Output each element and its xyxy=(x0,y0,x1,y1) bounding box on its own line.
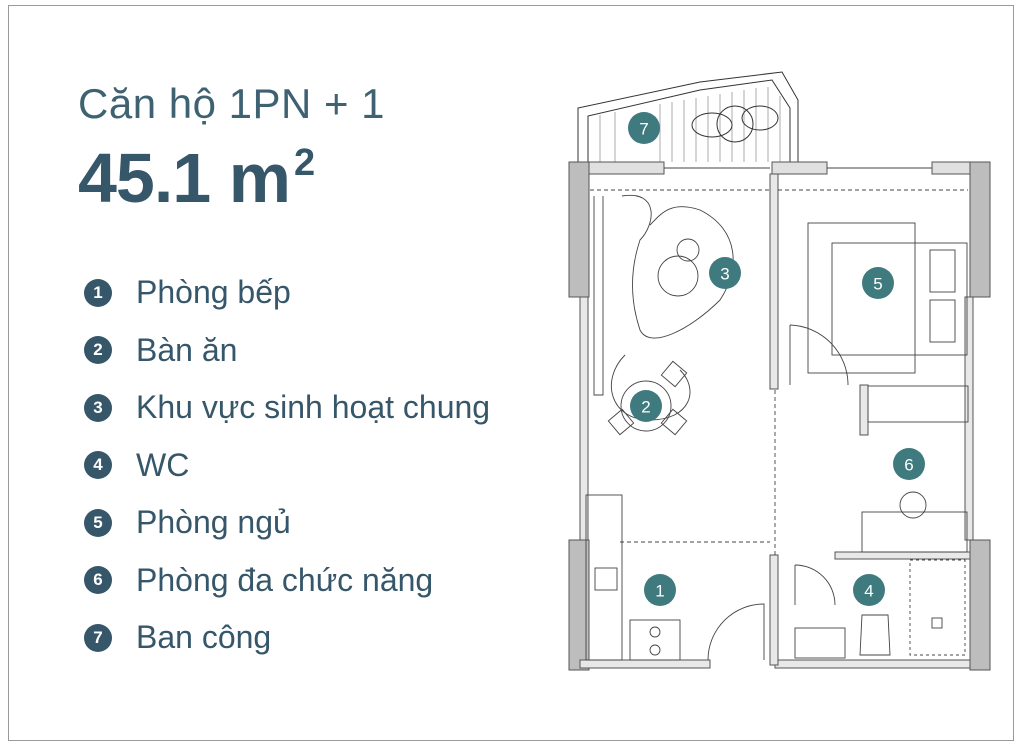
legend-number-badge: 2 xyxy=(84,336,112,365)
room-legend: 1 Phòng bếp 2 Bàn ăn 3 Khu vực sinh hoạt ch… xyxy=(84,264,490,667)
legend-number-badge: 1 xyxy=(84,278,112,307)
svg-text:1: 1 xyxy=(655,582,664,601)
walls xyxy=(568,161,991,671)
legend-number-badge: 6 xyxy=(84,566,112,595)
legend-item-living: 3 Khu vực sinh hoạt chung xyxy=(84,379,490,437)
marker-2-dining: 2 xyxy=(630,390,662,422)
legend-number-badge: 7 xyxy=(84,623,112,652)
svg-text:6: 6 xyxy=(904,456,913,475)
area-value: 45.1 m xyxy=(78,139,291,217)
apartment-type-title: Căn hộ 1PN + 1 xyxy=(78,80,386,127)
marker-5-bedroom: 5 xyxy=(862,267,894,299)
legend-number-badge: 5 xyxy=(84,508,112,537)
interior-lines xyxy=(585,167,969,661)
svg-text:7: 7 xyxy=(639,120,648,139)
legend-item-dining: 2 Bàn ăn xyxy=(84,322,490,380)
svg-text:2: 2 xyxy=(641,398,650,417)
legend-label: Phòng bếp xyxy=(136,274,291,311)
marker-6-multi-room: 6 xyxy=(893,448,925,480)
balcony-outline xyxy=(577,71,799,162)
legend-number-badge: 3 xyxy=(84,393,112,422)
legend-label: Ban công xyxy=(136,619,272,656)
svg-text:4: 4 xyxy=(864,582,873,601)
legend-item-wc: 4 WC xyxy=(84,437,490,495)
marker-3-living: 3 xyxy=(709,257,741,289)
legend-item-balcony: 7 Ban công xyxy=(84,609,490,667)
marker-7-balcony: 7 xyxy=(628,112,660,144)
card-frame xyxy=(8,5,1014,741)
marker-1-kitchen: 1 xyxy=(644,574,676,606)
svg-text:3: 3 xyxy=(720,265,729,284)
svg-text:5: 5 xyxy=(873,275,882,294)
legend-label: Phòng đa chức năng xyxy=(136,561,434,598)
room-markers: 1 2 3 4 5 6 7 xyxy=(628,112,925,606)
marker-4-wc: 4 xyxy=(853,574,885,606)
legend-label: WC xyxy=(136,446,190,483)
area-unit-superscript: 2 xyxy=(293,142,315,184)
legend-item-kitchen: 1 Phòng bếp xyxy=(84,264,490,322)
legend-label: Khu vực sinh hoạt chung xyxy=(136,389,491,426)
legend-label: Phòng ngủ xyxy=(136,504,291,541)
legend-number-badge: 4 xyxy=(84,451,112,480)
legend-item-multi-room: 6 Phòng đa chức năng xyxy=(84,552,490,610)
legend-label: Bàn ăn xyxy=(136,331,238,368)
legend-item-bedroom: 5 Phòng ngủ xyxy=(84,494,490,552)
